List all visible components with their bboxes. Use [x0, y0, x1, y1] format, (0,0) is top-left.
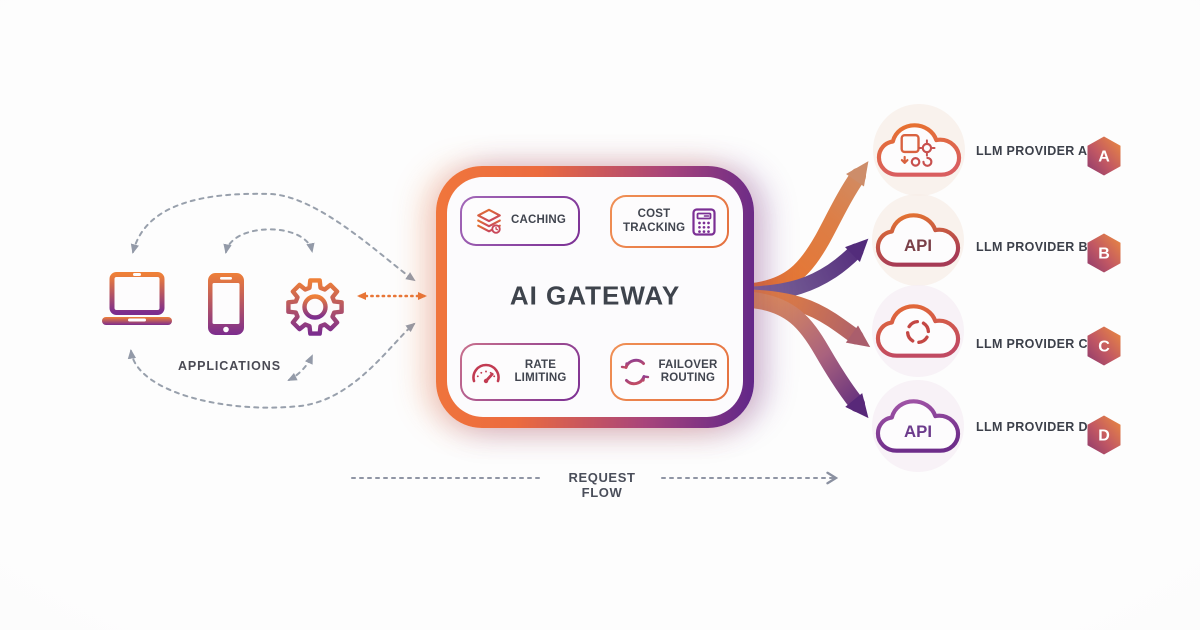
arrow-to-provider-d	[744, 292, 869, 419]
provider-b-cloud: API	[875, 213, 961, 267]
failover-arrows-icon	[620, 358, 650, 386]
feature-failover-routing: FAILOVER ROUTING	[610, 343, 729, 401]
refresh-icon	[905, 319, 931, 345]
provider-b-hex-badge: B	[1087, 233, 1121, 273]
provider-a-cloud	[876, 123, 962, 177]
provider-c-hex-badge: C	[1087, 326, 1121, 366]
provider-d-cloud: API	[875, 399, 961, 453]
provider-a-hex-badge: A	[1087, 136, 1121, 176]
provider-c-hex-letter: C	[1098, 339, 1110, 356]
gateway-title: AI GATEWAY	[509, 280, 681, 311]
provider-c-label: LLM PROVIDER C	[976, 337, 1088, 351]
arrow-to-provider-a	[744, 161, 869, 299]
feature-rate-limiting: RATE LIMITING	[460, 343, 580, 401]
provider-a-label: LLM PROVIDER A	[976, 144, 1088, 158]
provider-c-cloud	[875, 304, 961, 358]
provider-d-hex-badge: D	[1087, 415, 1121, 455]
provider-d-api-text: API	[904, 422, 932, 441]
ai-gateway-inner: CACHING COST TRACKING	[447, 177, 743, 417]
feature-caching-label: CACHING	[510, 214, 567, 227]
applications-label: APPLICATIONS	[178, 359, 281, 373]
feature-cost-tracking: COST TRACKING	[610, 195, 729, 248]
model-services-icon	[900, 133, 936, 167]
cache-layers-icon	[477, 208, 501, 234]
speedometer-icon	[471, 363, 500, 384]
provider-a-hex-letter: A	[1098, 149, 1110, 166]
provider-d-label: LLM PROVIDER D	[976, 420, 1088, 434]
provider-b-label: LLM PROVIDER B	[976, 240, 1088, 254]
provider-b-hex-letter: B	[1098, 246, 1110, 263]
gateway-provider-arrows	[744, 161, 871, 419]
smartphone-icon	[208, 273, 244, 335]
feature-rate-limiting-label: RATE LIMITING	[514, 358, 567, 384]
feature-failover-routing-label: FAILOVER ROUTING	[658, 358, 718, 384]
provider-b-api-text: API	[904, 236, 932, 255]
feature-caching: CACHING	[460, 196, 580, 246]
feature-cost-tracking-label: COST TRACKING	[623, 208, 686, 234]
ai-gateway-box: CACHING COST TRACKING	[436, 166, 754, 428]
request-flow-label: REQUEST FLOW	[568, 470, 636, 500]
application-dashed-arcs	[127, 192, 416, 409]
arrow-to-provider-b	[744, 238, 869, 302]
calculator-icon	[692, 207, 716, 236]
provider-d-hex-letter: D	[1098, 428, 1110, 445]
